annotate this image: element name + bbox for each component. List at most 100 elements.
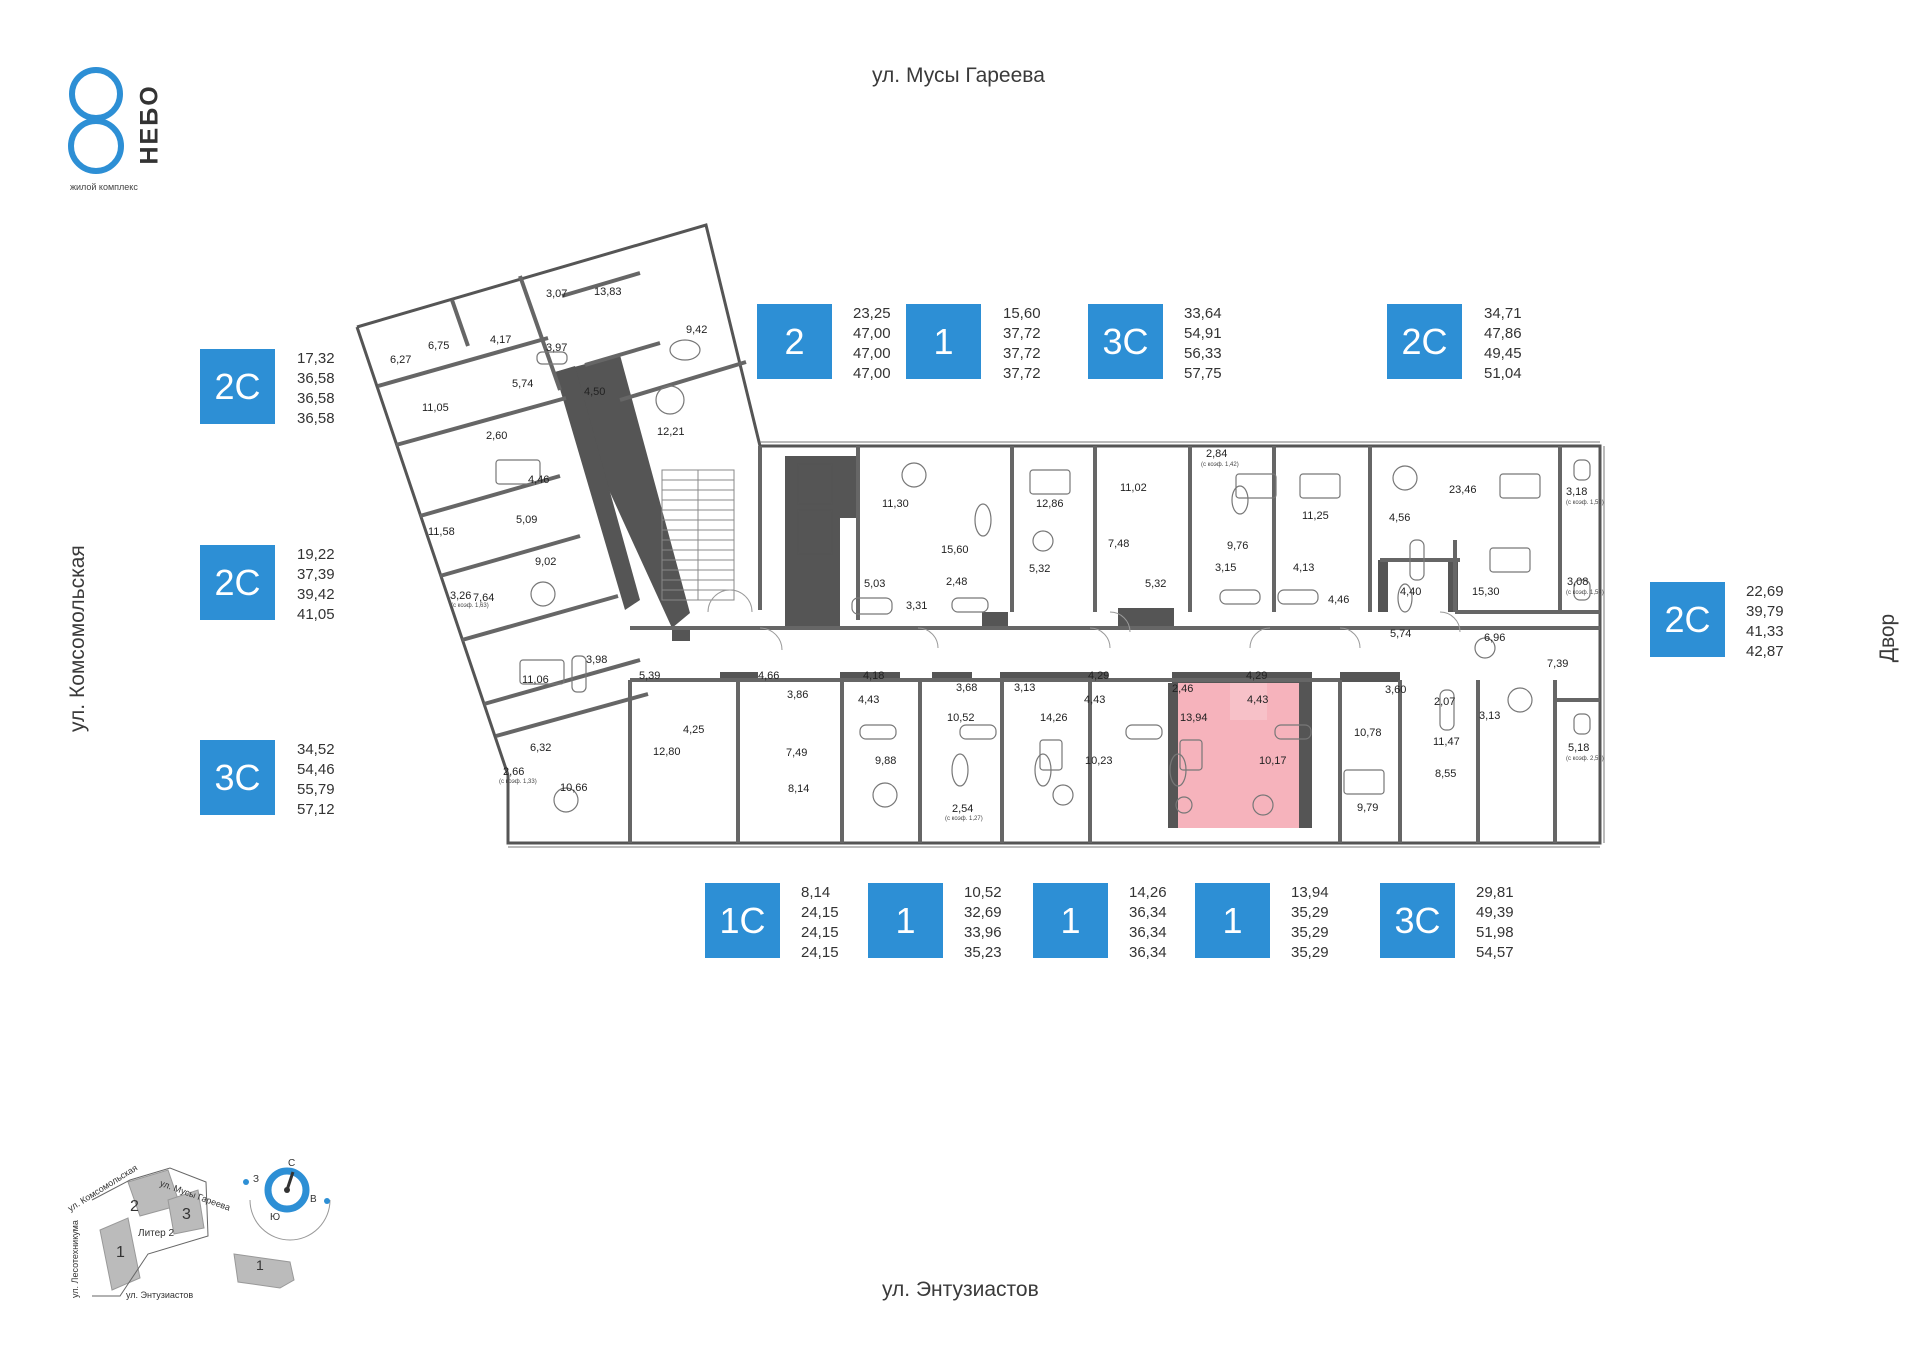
room-area-label: 3,68 (956, 682, 978, 694)
room-area-label: 9,42 (686, 324, 708, 336)
room-area-label: 9,76 (1227, 540, 1249, 552)
room-area-label: 6,96 (1484, 632, 1506, 644)
room-coefficient-note: (с коэф. 1,33) (499, 779, 537, 785)
room-area-label: 3,08 (1567, 576, 1589, 588)
room-area-label: 3,15 (1215, 562, 1237, 574)
apartment-type: 2 (784, 320, 805, 362)
apartment-tag[interactable]: 2 (757, 304, 832, 379)
compass-north: С (288, 1158, 296, 1169)
apartment-tag[interactable]: 1 (906, 304, 981, 379)
exterior-wall-dots (508, 441, 1605, 848)
room-coefficient-note: (с коэф. 1,27) (945, 816, 983, 822)
stairs-icon (661, 469, 735, 601)
minimap-street-far-left: ул. Лесотехникума (70, 1220, 80, 1298)
room-area-label: 14,26 (1040, 712, 1068, 724)
room-area-label: 10,78 (1354, 727, 1382, 739)
room-area-label: 9,79 (1357, 802, 1379, 814)
apartment-type: 2С (1401, 320, 1448, 362)
partition-walls (377, 271, 1600, 843)
room-area-label: 4,50 (584, 386, 606, 398)
elevator-icon (797, 463, 833, 555)
room-area-label: 4,56 (1389, 512, 1411, 524)
room-area-label: 2,07 (1434, 696, 1456, 708)
apartment-type: 1С (719, 899, 766, 941)
apartment-type: 2С (214, 365, 261, 407)
room-area-label: 5,18 (1568, 742, 1590, 754)
room-area-label: 13,83 (594, 286, 622, 298)
room-area-label: 3,60 (1385, 684, 1407, 696)
room-area-label: 10,17 (1259, 755, 1287, 767)
room-area-label: 5,74 (1390, 628, 1412, 640)
compass-icon (243, 1167, 331, 1241)
apartment-tag[interactable]: 2С (1387, 304, 1462, 379)
room-area-label: 4,25 (683, 724, 705, 736)
logo-subtitle: жилой комплекс (70, 182, 138, 192)
compass-south: Ю (270, 1212, 281, 1223)
street-north: ул. Мусы Гареева (872, 64, 1045, 87)
apartment-tag[interactable]: 2С (200, 349, 275, 424)
room-area-label: 8,14 (788, 783, 810, 795)
room-area-label: 11,25 (1302, 510, 1329, 522)
apartment-type: 1 (1060, 899, 1081, 941)
room-coefficient-note: (с коэф. 2,59) (1566, 756, 1604, 762)
apartment-tag[interactable]: 3С (200, 740, 275, 815)
room-coefficient-note: (с коэф. 1,63) (451, 603, 489, 609)
apartment-tag[interactable]: 3С (1380, 883, 1455, 958)
room-area-label: 3,13 (1479, 710, 1501, 722)
apartment-tag[interactable]: 3С (1088, 304, 1163, 379)
apartment-tag[interactable]: 2С (200, 545, 275, 620)
room-area-label: 15,60 (941, 544, 969, 556)
room-area-label: 10,23 (1085, 755, 1113, 767)
room-area-label: 3,07 (546, 288, 568, 300)
room-area-label: 12,80 (653, 746, 681, 758)
room-area-label: 4,46 (528, 474, 550, 486)
apartment-tag-selected[interactable]: 1 (1195, 883, 1270, 958)
room-area-label: 4,18 (863, 670, 885, 682)
apartment-type: 2С (214, 561, 261, 603)
room-area-label: 4,29 (1088, 670, 1110, 682)
room-area-label: 3,13 (1014, 682, 1036, 694)
room-area-label: 6,32 (530, 742, 552, 754)
minimap-section-2: 2 (130, 1198, 139, 1215)
minimap-section-1: 1 (116, 1244, 125, 1261)
room-area-label: 10,66 (560, 782, 588, 794)
room-area-label: 11,02 (1120, 482, 1147, 494)
apartment-type: 2С (1664, 598, 1711, 640)
room-area-label: 2,60 (486, 430, 508, 442)
room-area-label: 5,74 (512, 378, 534, 390)
room-area-label: 9,88 (875, 755, 897, 767)
logo-eight-icon (68, 67, 124, 174)
room-area-label: 2,46 (1172, 683, 1194, 695)
apartment-tag[interactable]: 1С (705, 883, 780, 958)
room-area-label: 11,06 (522, 674, 549, 686)
room-area-label: 2,48 (946, 576, 968, 588)
apartment-type: 3С (1394, 899, 1441, 941)
apartment-type: 3С (1102, 320, 1149, 362)
room-area-label: 5,32 (1029, 563, 1051, 575)
apartment-tag[interactable]: 1 (868, 883, 943, 958)
room-area-label: 12,21 (657, 426, 685, 438)
room-area-label: 7,64 (473, 592, 495, 604)
room-area-label: 2,84 (1206, 448, 1228, 460)
room-area-label: 4,66 (758, 670, 780, 682)
room-area-label: 4,40 (1400, 586, 1422, 598)
room-area-label: 11,05 (422, 402, 449, 414)
compass-west: З (253, 1174, 260, 1185)
building-outline (355, 223, 1602, 845)
room-area-label: 7,48 (1108, 538, 1130, 550)
room-area-label: 3,86 (787, 689, 809, 701)
room-area-label: 3,18 (1566, 486, 1588, 498)
apartment-tag[interactable]: 1 (1033, 883, 1108, 958)
furniture (495, 339, 1591, 816)
minimap-outline (91, 1167, 209, 1297)
apartment-tag[interactable]: 2С (1650, 582, 1725, 657)
room-area-label: 11,47 (1433, 736, 1460, 748)
room-area-label: 4,46 (1328, 594, 1350, 606)
